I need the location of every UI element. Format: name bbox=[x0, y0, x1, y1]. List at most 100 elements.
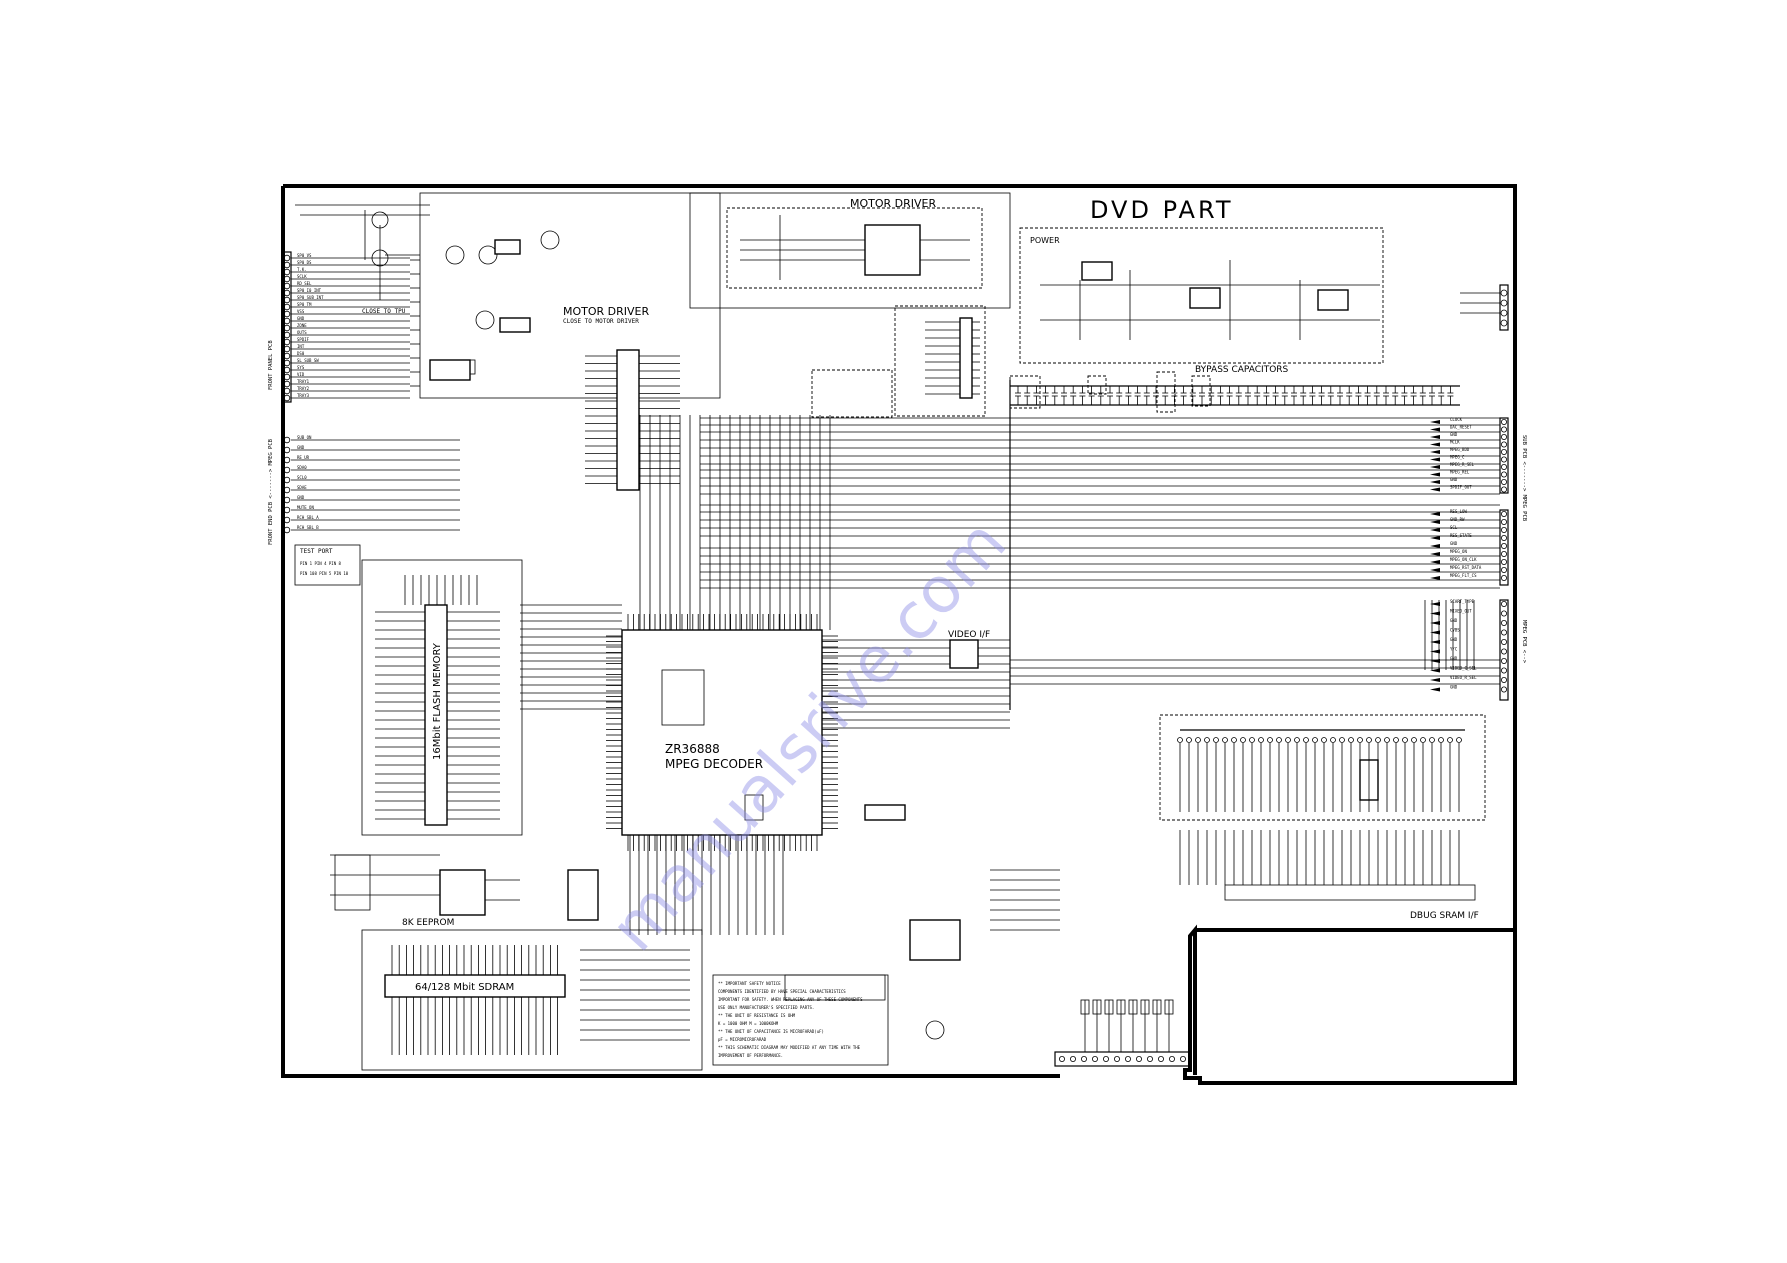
connector-pin bbox=[283, 466, 291, 474]
pin-label: SP0_TM bbox=[297, 302, 312, 307]
pin-label: VSS bbox=[297, 309, 305, 314]
front-end-connector-label: FRONT END PCB <-------> MPEG PCB bbox=[268, 438, 274, 545]
pin-label: Y/C bbox=[1450, 647, 1458, 652]
note-line: ** THIS SCHEMATIC DIAGRAM MAY MODIFIED A… bbox=[718, 1045, 861, 1050]
connector-pin bbox=[283, 496, 291, 504]
pin-label: MPEG_ON_CLK bbox=[1450, 557, 1477, 562]
note-line: IMPROVEMENT OF PERFORMANCE. bbox=[718, 1053, 783, 1058]
connector-pin bbox=[283, 289, 291, 297]
mpeg-decoder-block: ZR36888 MPEG DECODER bbox=[606, 614, 838, 851]
connector-pin bbox=[1501, 426, 1508, 433]
pin-label: MPEG_REL bbox=[1450, 470, 1470, 475]
eeprom-block: 8K EEPROM bbox=[330, 854, 520, 928]
close-to-tpu-label: CLOSE TO TPU bbox=[362, 308, 406, 315]
pin-label: RE_UR bbox=[297, 455, 310, 460]
connector-pin bbox=[1501, 471, 1508, 478]
pin-label: GND bbox=[1450, 541, 1458, 546]
connector-pin bbox=[1501, 667, 1508, 674]
connector-pin bbox=[283, 310, 291, 318]
connector-pin bbox=[1501, 527, 1508, 534]
connector-pin bbox=[283, 324, 291, 332]
sdram-block: 64/128 Mbit SDRAM bbox=[361, 929, 703, 1071]
motor-driver-top-block: MOTOR DRIVER bbox=[726, 197, 983, 289]
connector-pin bbox=[283, 380, 291, 388]
svg-text:PIN 1 PIN 4 PIN 8: PIN 1 PIN 4 PIN 8 bbox=[300, 561, 342, 566]
pin-label: SCART_TYPE bbox=[1450, 599, 1475, 604]
test-port-block: TEST PORT PIN 1 PIN 4 PIN 8 PIN 108 PIN … bbox=[294, 544, 361, 586]
connector-pin bbox=[283, 331, 291, 339]
note-line: IMPORTANT FOR SAFETY. WHEN REPLACING ANY… bbox=[718, 997, 863, 1002]
pin-label: RCH_SBL_A bbox=[297, 515, 319, 520]
note-line: ** IMPORTANT SAFETY NOTICE bbox=[718, 981, 781, 986]
connector-pin bbox=[283, 387, 291, 395]
pin-label: VID bbox=[297, 372, 305, 377]
connector-pin bbox=[1501, 601, 1508, 608]
connector-pin bbox=[283, 261, 291, 269]
power-block: POWER bbox=[1019, 227, 1384, 364]
pin-label: SCL bbox=[1450, 525, 1458, 530]
connector-pin bbox=[1501, 639, 1508, 646]
sdram-title: 64/128 Mbit SDRAM bbox=[415, 982, 514, 993]
pin-label: RCH_SBL_B bbox=[297, 525, 319, 530]
pin-label: GND bbox=[1450, 637, 1458, 642]
connector-pin bbox=[1501, 686, 1508, 693]
pin-label: DAC_RESET bbox=[1450, 425, 1472, 430]
motor-driver-top-title: MOTOR DRIVER bbox=[850, 197, 936, 210]
connector-pin bbox=[283, 268, 291, 276]
left-transistor-area: CLOSE TO TPU bbox=[295, 204, 476, 387]
connector-pin bbox=[283, 373, 291, 381]
video-if-title: VIDEO I/F bbox=[948, 630, 990, 640]
video-if-block: VIDEO I/F bbox=[948, 630, 990, 669]
bypass-capacitors-block: BYPASS CAPACITORS bbox=[1009, 365, 1460, 413]
connector-pin bbox=[1501, 677, 1508, 684]
pin-label: GND bbox=[1450, 477, 1458, 482]
pin-label: SPDIF_OUT bbox=[1450, 485, 1472, 490]
dbug-sram-title: DBUG SRAM I/F bbox=[1410, 911, 1479, 921]
connector-pin bbox=[1501, 478, 1508, 485]
pin-label: MPEG_C bbox=[1450, 455, 1465, 460]
pin-label: MPEG_BDD bbox=[1450, 447, 1470, 452]
connector-pin bbox=[283, 506, 291, 514]
connector-pin bbox=[283, 526, 291, 534]
connector-pin bbox=[1501, 441, 1508, 448]
pin-label: GND_RW bbox=[1450, 517, 1465, 522]
right-lower-connector: SCART_TYPEMIXED_OUTGNDCVBSGNDY/CGNDVIDEO… bbox=[1430, 599, 1527, 701]
right-top-connector bbox=[1460, 284, 1509, 331]
note-line: ** THE UNIT OF RESISTANCE IS OHM bbox=[718, 1013, 796, 1018]
connector-pin bbox=[1501, 463, 1508, 470]
pin-label: CLOCK bbox=[1450, 417, 1463, 422]
note-line: pF = MICROMICROFARAD bbox=[718, 1037, 767, 1042]
connector-pin bbox=[1501, 620, 1508, 627]
connector-pin bbox=[283, 486, 291, 494]
connector-pin bbox=[1501, 519, 1508, 526]
connector-pin bbox=[283, 275, 291, 283]
flash-memory-block: 16Mbit FLASH MEMORY bbox=[361, 559, 523, 836]
connector-pin bbox=[1501, 610, 1508, 617]
pin-label: GND bbox=[1450, 656, 1458, 661]
test-port-title: TEST PORT bbox=[300, 548, 333, 555]
connector-pin bbox=[1501, 648, 1508, 655]
connector-pin bbox=[283, 394, 291, 402]
front-panel-connector-label: FRONT PANEL PCB bbox=[268, 340, 274, 390]
connector-pin bbox=[1501, 486, 1508, 493]
connector-pin bbox=[283, 317, 291, 325]
connector-pin bbox=[283, 254, 291, 262]
pin-label: MPEG_RST_DATA bbox=[1450, 565, 1482, 570]
pin-label: MPEG_ON bbox=[1450, 549, 1467, 554]
pin-label: MUTE_ON bbox=[297, 505, 314, 510]
connector-pin bbox=[283, 359, 291, 367]
pin-label: SPDIF bbox=[297, 337, 310, 342]
note-line: ** THE UNIT OF CAPACITANCE IS MICROFARAD… bbox=[718, 1029, 824, 1034]
connector-pin bbox=[283, 296, 291, 304]
svg-text:PIN 108 PIN 5 PIN 10: PIN 108 PIN 5 PIN 10 bbox=[300, 571, 349, 576]
pin-label: RES_LOW bbox=[1450, 509, 1467, 514]
flash-memory-title: 16Mbit FLASH MEMORY bbox=[432, 642, 443, 760]
connector-pin bbox=[1501, 567, 1508, 574]
pin-label: GND bbox=[1450, 685, 1458, 690]
motor-driver-left-title: MOTOR DRIVER bbox=[563, 305, 649, 318]
pin-label: SYS bbox=[297, 365, 305, 370]
pin-label: ZONE bbox=[297, 323, 307, 328]
pin-label: RD_SEL bbox=[297, 281, 312, 286]
pin-label: MPEG_FLT_CS bbox=[1450, 573, 1477, 578]
